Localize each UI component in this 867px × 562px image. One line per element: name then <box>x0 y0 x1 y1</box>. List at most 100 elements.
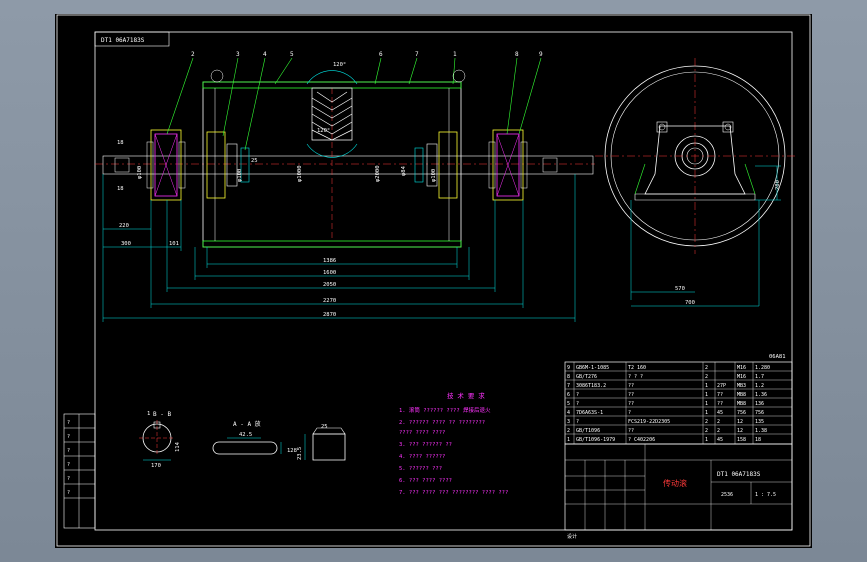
dim-1386: 1386 <box>323 258 336 264</box>
balloon: 9 <box>539 51 543 58</box>
parts-cell: 1 <box>705 392 708 398</box>
dia-bearing-right: φ84 <box>401 165 407 176</box>
parts-cell: ?? <box>628 428 634 434</box>
dia-bearing-left: φ100 <box>237 169 243 182</box>
parts-cell: FCS219-22D2305 <box>628 419 670 425</box>
note-line: 7. ??? ???? ??? ???????? ???? ??? <box>399 490 508 496</box>
parts-cell: ?? <box>628 392 634 398</box>
section-bb: 1 B - B 170 114 <box>139 411 181 469</box>
strip-cell: ? <box>67 420 70 426</box>
section-mark-bottom: 18 <box>117 186 124 192</box>
parts-cell: 4 <box>567 410 570 416</box>
section-balloon: 1 <box>147 411 150 417</box>
parts-cell: 8 <box>567 374 570 380</box>
parts-cell: 136 <box>755 401 764 407</box>
parts-cell: 2 <box>705 374 708 380</box>
parts-cell: 1.38 <box>755 428 767 434</box>
note-line: 5. ?????? ??? <box>399 466 442 472</box>
center-mark: 25 <box>251 158 258 164</box>
dim-25: 25 <box>321 424 328 430</box>
parts-cell: GB6M-1-1085 <box>576 365 609 371</box>
parts-cell: 45 <box>717 410 723 416</box>
dim-220: 220 <box>119 223 129 229</box>
parts-cell: 2 <box>567 428 570 434</box>
parts-cell: 12 <box>737 419 743 425</box>
strip-cell: ? <box>67 490 70 496</box>
parts-cell: 7 <box>567 383 570 389</box>
front-view: 120° 120° φ100 φ100 φ1000 φ2000 φ84 φ100… <box>95 51 595 322</box>
balloon: 2 <box>191 51 195 58</box>
parts-cell: M16 <box>737 365 746 371</box>
dim-700: 700 <box>685 300 695 306</box>
dim-101: 101 <box>169 241 179 247</box>
strip-cell: ? <box>67 462 70 468</box>
dim-570: 570 <box>675 286 685 292</box>
parts-cell: 3 <box>567 419 570 425</box>
parts-cell: 12 <box>737 428 743 434</box>
parts-cell: 1.36 <box>755 392 767 398</box>
note-line: 3. ??? ?????? ?? <box>399 442 452 448</box>
angle-top-label: 120° <box>333 62 346 68</box>
note-line: 4. ???? ?????? <box>399 454 445 460</box>
parts-cell: MB3 <box>737 383 746 389</box>
bearing-seat-left <box>150 129 182 201</box>
dia-shaft-left: φ100 <box>137 166 143 179</box>
bearing-seat-right <box>492 129 524 201</box>
parts-cell: 3086T183.2 <box>576 383 606 389</box>
parts-cell: 2 <box>705 428 708 434</box>
dim-2270: 2270 <box>323 298 336 304</box>
view-aa: A - A 放 42.5 128 23.5 25 <box>212 420 346 461</box>
parts-cell: 7D6A63S-1 <box>576 410 603 416</box>
inner-frame <box>94 31 793 531</box>
parts-cell: ?? <box>628 401 634 407</box>
parts-cell: ? <box>576 401 579 407</box>
parts-cell: 1 <box>705 410 708 416</box>
hub-right <box>438 131 458 199</box>
dia-shaft-right: φ100 <box>431 169 437 182</box>
stamp-box <box>94 31 170 47</box>
strip-cell: ? <box>67 448 70 454</box>
drawing-viewport[interactable]: DT1 06A7183S ? ? ? ? ? ? <box>55 14 812 548</box>
cad-canvas: DT1 06A7183S ? ? ? ? ? ? <box>56 14 811 547</box>
parts-cell: ? C402206 <box>628 437 655 443</box>
drum-lagging-top <box>202 81 462 89</box>
parts-cell: 1 <box>705 383 708 389</box>
parts-cell: 1 <box>705 437 708 443</box>
parts-cell: ?? <box>628 383 634 389</box>
parts-cell: 1.7 <box>755 374 764 380</box>
parts-cell: 5 <box>567 401 570 407</box>
parts-cell: ?? <box>717 401 723 407</box>
title-name: 传动滚 <box>663 478 687 488</box>
parts-cell: GB/T1096-1979 <box>576 437 615 443</box>
parts-cell: ? <box>576 392 579 398</box>
drum-lagging-bottom <box>202 240 462 248</box>
balloon: 1 <box>453 51 457 58</box>
parts-cell: 1 <box>705 401 708 407</box>
parts-cell: 158 <box>737 437 746 443</box>
dim-2050: 2050 <box>323 282 336 288</box>
parts-cell: M16 <box>737 374 746 380</box>
parts-cell: 2 <box>705 365 708 371</box>
parts-cell: 9 <box>567 365 570 371</box>
dim-235: 23.5 <box>297 447 303 460</box>
parts-cell: MB8 <box>737 401 746 407</box>
title-block: 传动滚 DT1 06A7183S 1 : 7.5 2536 设计 <box>564 443 793 540</box>
strip-cell: ? <box>67 434 70 440</box>
section-title: B - B <box>153 411 171 418</box>
section-mark-top: 18 <box>117 140 124 146</box>
parts-cell: 756 <box>755 410 764 416</box>
parts-cell: 1.280 <box>755 365 770 371</box>
balloon: 5 <box>290 51 294 58</box>
parts-cell: 756 <box>737 410 746 416</box>
notes-title: 技 术 要 求 <box>447 391 485 400</box>
balloon: 6 <box>379 51 383 58</box>
outer-frame <box>56 14 811 547</box>
parts-cell: 7? <box>717 392 723 398</box>
shaft-keyway-left <box>114 157 130 173</box>
parts-list: 06A81 <box>564 354 793 445</box>
view-title: A - A 放 <box>233 420 261 428</box>
title-drawing-no: DT1 06A7183S <box>717 471 761 478</box>
parts-cell: MB8 <box>737 392 746 398</box>
dim-1600: 1600 <box>323 270 336 276</box>
